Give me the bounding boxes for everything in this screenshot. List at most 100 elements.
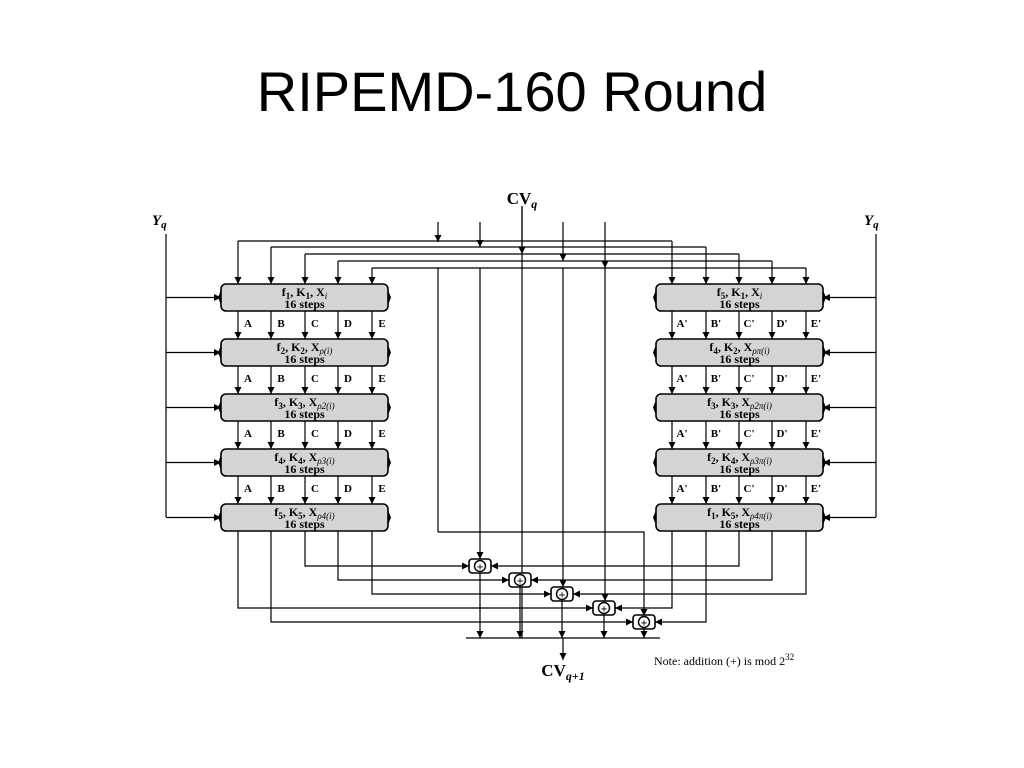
yq-left-label: Yq xyxy=(152,213,167,231)
box-point-left xyxy=(218,400,221,415)
note-text: Note: addition (+) is mod 232 xyxy=(654,652,794,668)
right-out-to-adder-5 xyxy=(655,531,707,626)
box-point-left xyxy=(653,400,656,415)
register-label-right: D' xyxy=(777,483,788,495)
register-label-left: C xyxy=(311,428,319,440)
cv-bypass-to-adder xyxy=(438,531,648,616)
adder-plus-sign: + xyxy=(477,560,484,574)
adder-circle xyxy=(637,615,651,629)
yq-right-label: Yq xyxy=(864,213,879,231)
register-label-right: B' xyxy=(711,483,721,495)
register-label-left: C xyxy=(311,318,319,330)
round-box-right-4: f2, K4, Xρ3π(i)16 steps xyxy=(653,448,826,477)
right-out-to-adder-1 xyxy=(491,531,740,570)
box-steps-label: 16 steps xyxy=(719,297,760,311)
adder-circle xyxy=(513,573,527,587)
box-steps-label: 16 steps xyxy=(284,407,325,421)
box-point-left xyxy=(653,455,656,470)
box-point-left xyxy=(218,510,221,525)
register-label-left: A xyxy=(244,483,252,495)
register-label-right: B' xyxy=(711,373,721,385)
box-point-right xyxy=(388,290,391,305)
box-point-left xyxy=(218,345,221,360)
box-point-right xyxy=(823,455,826,470)
round-box-left-3: f3, K3, Xρ2(i)16 steps xyxy=(218,393,391,422)
adder-5: + xyxy=(632,614,656,630)
round-box-right-5: f1, K5, Xρ4π(i)16 steps xyxy=(653,503,826,532)
box-point-left xyxy=(653,510,656,525)
box-steps-label: 16 steps xyxy=(719,352,760,366)
register-label-left: E xyxy=(378,483,385,495)
adder-1: + xyxy=(468,558,492,574)
box-steps-label: 16 steps xyxy=(284,352,325,366)
register-label-left: D xyxy=(344,428,352,440)
box-point-right xyxy=(388,510,391,525)
slide-title: RIPEMD-160 Round xyxy=(256,60,768,123)
register-label-left: A xyxy=(244,318,252,330)
register-label-left: C xyxy=(311,373,319,385)
box-point-left xyxy=(653,345,656,360)
box-steps-label: 16 steps xyxy=(284,297,325,311)
box-point-right xyxy=(823,290,826,305)
cv-input-label: CVq xyxy=(507,189,538,211)
box-point-right xyxy=(823,345,826,360)
box-function-label: f1, K1, Xi xyxy=(282,285,328,301)
register-label-left: A xyxy=(244,373,252,385)
register-label-left: E xyxy=(378,373,385,385)
register-label-right: D' xyxy=(777,373,788,385)
box-function-label: f3, K3, Xρ2π(i) xyxy=(707,395,772,411)
round-box-left-2: f2, K2, Xρ(i)16 steps xyxy=(218,338,391,367)
register-label-left: B xyxy=(277,373,285,385)
register-label-right: C' xyxy=(744,483,755,495)
box-steps-label: 16 steps xyxy=(719,517,760,531)
register-label-right: E' xyxy=(811,428,821,440)
register-label-right: C' xyxy=(744,318,755,330)
box-function-label: f5, K5, Xρ4(i) xyxy=(274,505,334,521)
left-out-to-adder-4 xyxy=(237,531,593,612)
register-label-left: D xyxy=(344,483,352,495)
adder-plus-sign: + xyxy=(601,602,608,616)
box-function-label: f1, K5, Xρ4π(i) xyxy=(707,505,772,521)
register-label-right: D' xyxy=(777,318,788,330)
register-label-right: A' xyxy=(677,428,688,440)
round-box-right-2: f4, K2, Xρπ(i)16 steps xyxy=(653,338,826,367)
register-label-right: E' xyxy=(811,483,821,495)
register-label-right: A' xyxy=(677,483,688,495)
box-steps-label: 16 steps xyxy=(284,517,325,531)
adder-2: + xyxy=(508,572,532,588)
round-box-left-4: f4, K4, Xρ3(i)16 steps xyxy=(218,448,391,477)
register-label-right: B' xyxy=(711,428,721,440)
adder-4: + xyxy=(592,600,616,616)
register-label-right: A' xyxy=(677,318,688,330)
adder-3: + xyxy=(550,586,574,602)
box-function-label: f4, K2, Xρπ(i) xyxy=(709,340,769,356)
register-label-right: A' xyxy=(677,373,688,385)
register-label-right: C' xyxy=(744,373,755,385)
register-label-left: B xyxy=(277,318,285,330)
left-out-to-adder-2 xyxy=(337,531,509,584)
box-function-label: f2, K4, Xρ3π(i) xyxy=(707,450,772,466)
box-point-left xyxy=(218,290,221,305)
box-function-label: f3, K3, Xρ2(i) xyxy=(274,395,334,411)
adder-plus-sign: + xyxy=(517,574,524,588)
box-function-label: f4, K4, Xρ3(i) xyxy=(274,450,334,466)
left-out-to-adder-3 xyxy=(371,531,551,598)
register-label-right: E' xyxy=(811,373,821,385)
box-point-right xyxy=(388,345,391,360)
box-steps-label: 16 steps xyxy=(719,407,760,421)
box-point-right xyxy=(823,400,826,415)
round-box-right-3: f3, K3, Xρ2π(i)16 steps xyxy=(653,393,826,422)
box-point-right xyxy=(388,455,391,470)
adder-plus-sign: + xyxy=(641,616,648,630)
adder-circle xyxy=(555,587,569,601)
register-label-left: C xyxy=(311,483,319,495)
box-function-label: f2, K2, Xρ(i) xyxy=(277,340,333,356)
register-label-right: C' xyxy=(744,428,755,440)
register-label-right: B' xyxy=(711,318,721,330)
register-label-left: E xyxy=(378,318,385,330)
right-out-to-adder-2 xyxy=(531,531,773,584)
register-label-left: A xyxy=(244,428,252,440)
register-label-left: E xyxy=(378,428,385,440)
